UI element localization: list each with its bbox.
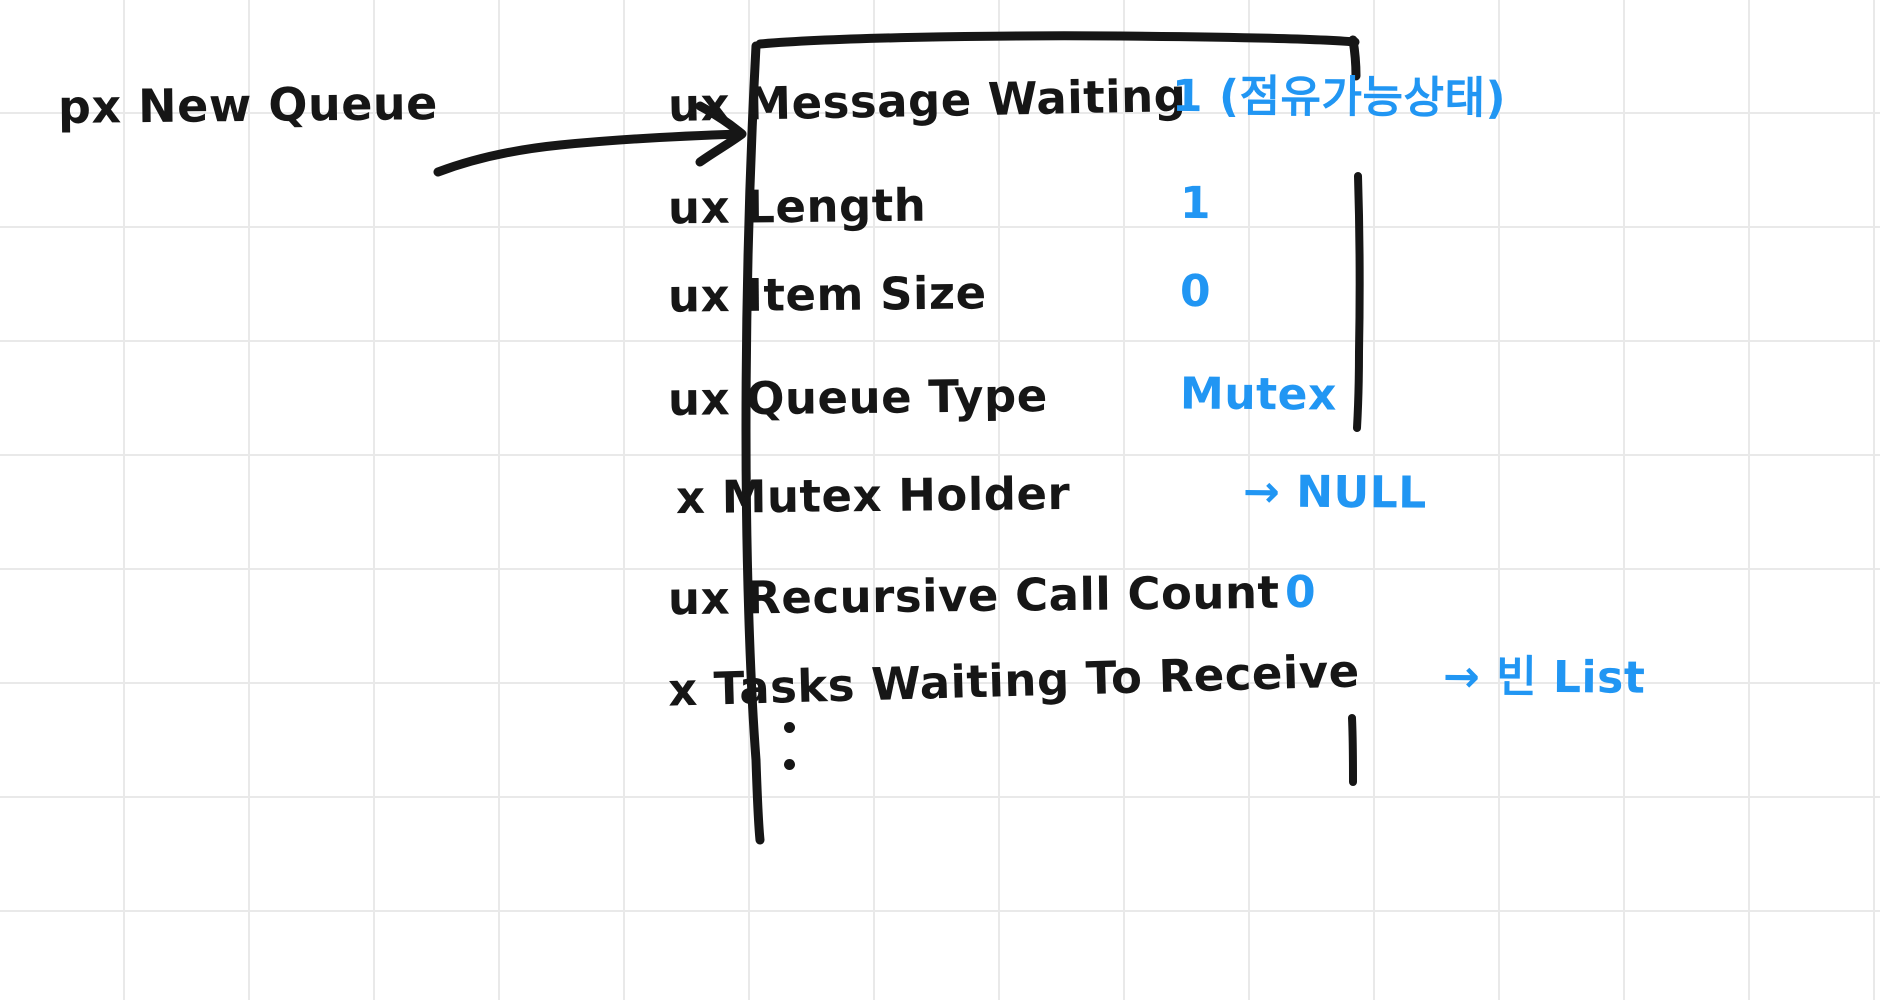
field-value-queue-type: Mutex bbox=[1179, 368, 1338, 421]
field-name-mutex-holder: x Mutex Holder bbox=[675, 466, 1071, 525]
field-name-queue-type: ux Queue Type bbox=[667, 369, 1048, 426]
field-name-item-size: ux Item Size bbox=[667, 266, 987, 323]
field-value-message-waiting: 1 (점유가능상태) bbox=[1171, 70, 1507, 125]
field-name-message-waiting: ux Message Waiting bbox=[667, 69, 1187, 132]
ellipsis-dot bbox=[784, 722, 795, 733]
field-name-tasks-waiting-to-receive: x Tasks Waiting To Receive bbox=[667, 644, 1361, 717]
field-value-mutex-holder: → NULL bbox=[1242, 466, 1427, 519]
struct-bracket bbox=[741, 31, 1364, 845]
ellipsis-dot bbox=[784, 759, 795, 770]
field-value-item-size: 0 bbox=[1179, 265, 1212, 318]
field-value-recursive-call-count: 0 bbox=[1284, 566, 1317, 619]
field-name-length: ux Length bbox=[667, 178, 927, 235]
field-value-tasks-waiting-to-receive: → 빈 List bbox=[1442, 651, 1646, 704]
field-value-length: 1 bbox=[1179, 177, 1212, 230]
struct-continuation-ellipsis bbox=[784, 722, 795, 796]
px-new-queue-label: px New Queue bbox=[57, 76, 439, 134]
field-name-recursive-call-count: ux Recursive Call Count bbox=[667, 565, 1280, 626]
